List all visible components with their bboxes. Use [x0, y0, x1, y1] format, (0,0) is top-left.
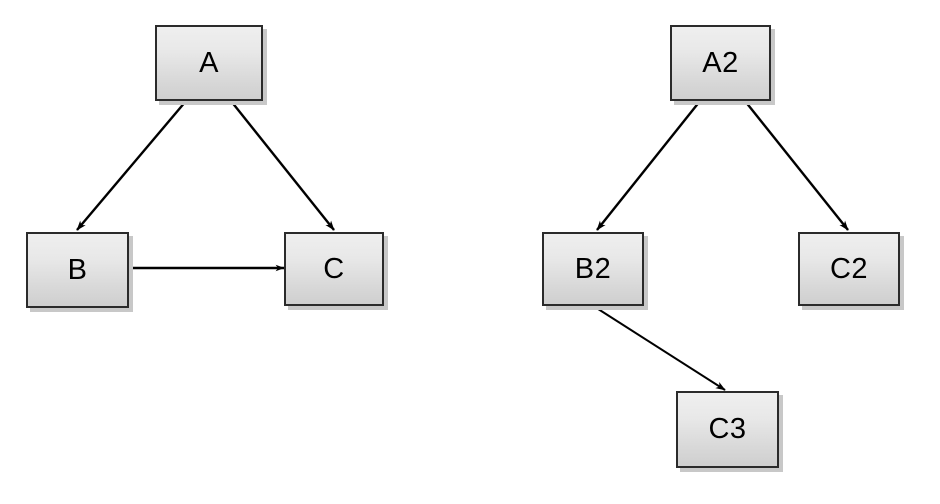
edge-a2-to-b2: [596, 100, 701, 231]
edge-a-to-b: [76, 100, 187, 231]
node-c2-label: C2: [829, 252, 869, 285]
node-c-label: C: [323, 252, 345, 285]
edge-a-to-c: [230, 100, 335, 231]
node-a2-label: A2: [702, 46, 739, 79]
node-b-label: B: [67, 253, 88, 286]
edge-b2-to-c3: [594, 306, 726, 391]
node-c[interactable]: C: [284, 232, 384, 306]
node-b[interactable]: B: [26, 232, 129, 308]
node-c3[interactable]: C3: [676, 391, 779, 468]
node-a-label: A: [199, 46, 219, 79]
node-b2-label: B2: [574, 252, 612, 285]
node-b2[interactable]: B2: [542, 232, 644, 306]
edge-a2-to-c2: [744, 100, 849, 231]
node-a[interactable]: A: [155, 25, 263, 101]
node-c2[interactable]: C2: [798, 232, 900, 306]
node-a2[interactable]: A2: [670, 25, 771, 101]
node-c3-label: C3: [708, 413, 747, 445]
